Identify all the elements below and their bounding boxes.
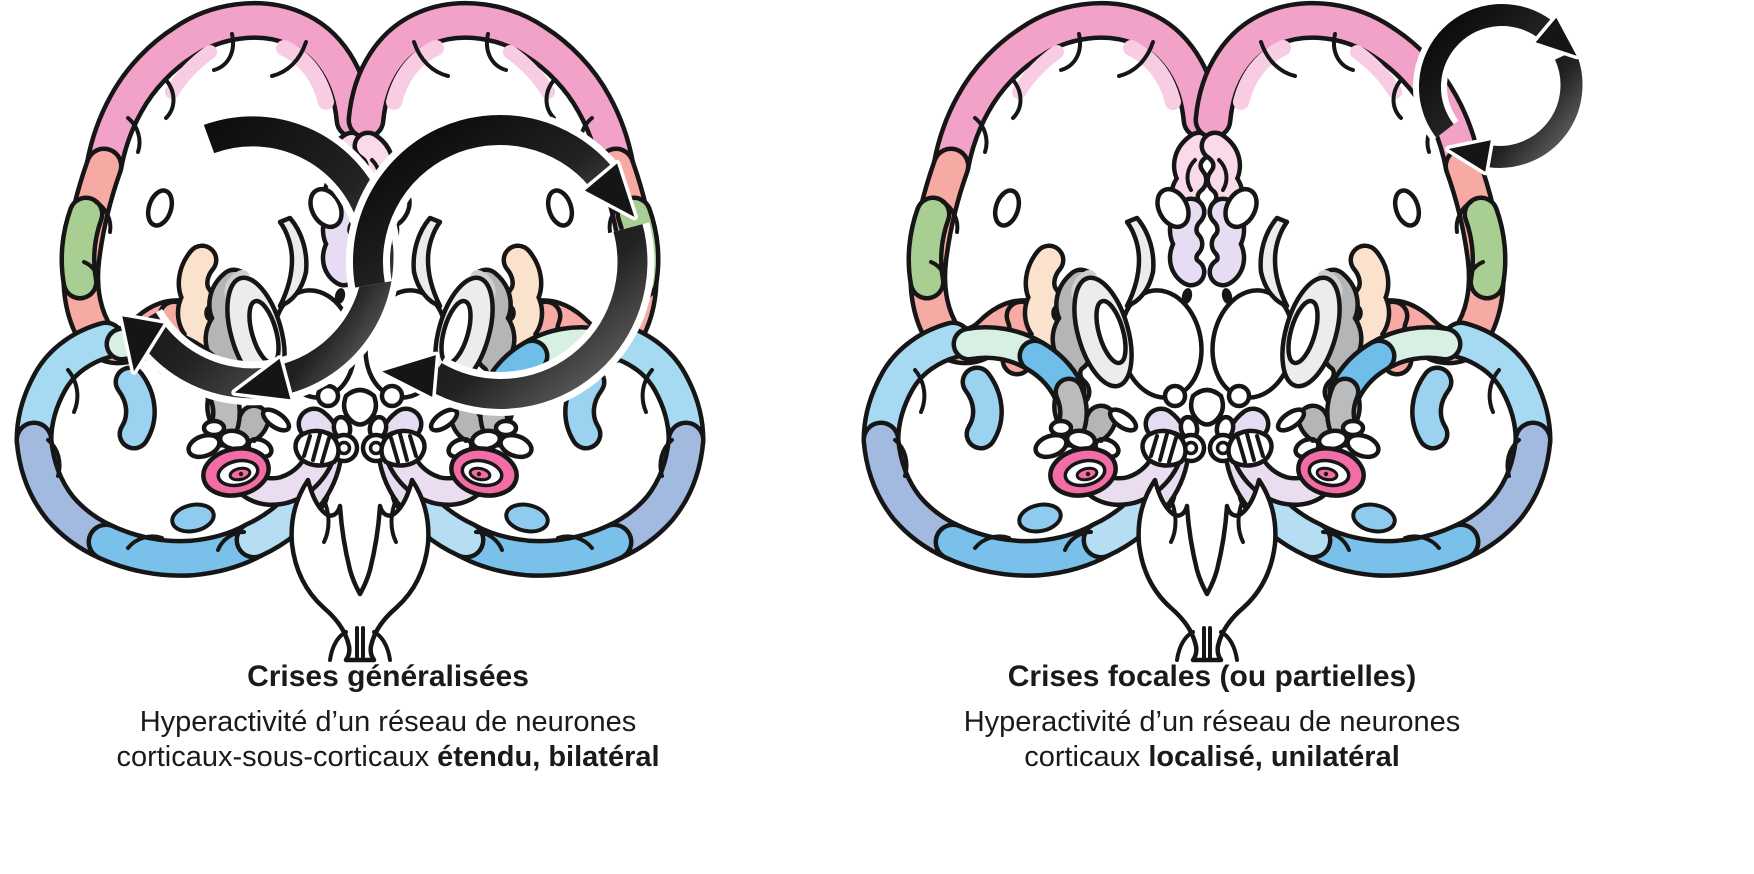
- generalized-caption-title: Crises généralisées: [247, 660, 529, 693]
- generalized-seizure-caption: Crises généralisées Hyperactivité d’un r…: [8, 660, 768, 775]
- generalized-caption-line2-bold: étendu, bilatéral: [437, 741, 660, 773]
- generalized-caption-line2: corticaux-sous-corticaux étendu, bilatér…: [8, 740, 768, 775]
- focal-caption-title: Crises focales (ou partielles): [1007, 660, 1417, 693]
- focal-seizure-caption: Crises focales (ou partielles) Hyperacti…: [852, 660, 1572, 775]
- focal-seizure-brain-illustration: [855, 0, 1615, 660]
- cyclic-arrow-focal-icon: [1412, 0, 1587, 172]
- focal-caption-line2: corticaux localisé, unilatéral: [852, 740, 1572, 775]
- generalized-seizure-brain-illustration: [8, 0, 768, 660]
- focal-caption-line1: Hyperactivité d’un réseau de neurones: [963, 706, 1461, 738]
- cyclic-arrow-right-hemisphere-icon: [346, 107, 655, 416]
- focal-caption-line2-bold: localisé, unilatéral: [1148, 741, 1400, 773]
- generalized-caption-line1: Hyperactivité d’un réseau de neurones: [139, 706, 637, 738]
- generalized-caption-line2-normal: corticaux-sous-corticaux: [116, 741, 438, 773]
- focal-caption-line2-normal: corticaux: [1024, 741, 1149, 773]
